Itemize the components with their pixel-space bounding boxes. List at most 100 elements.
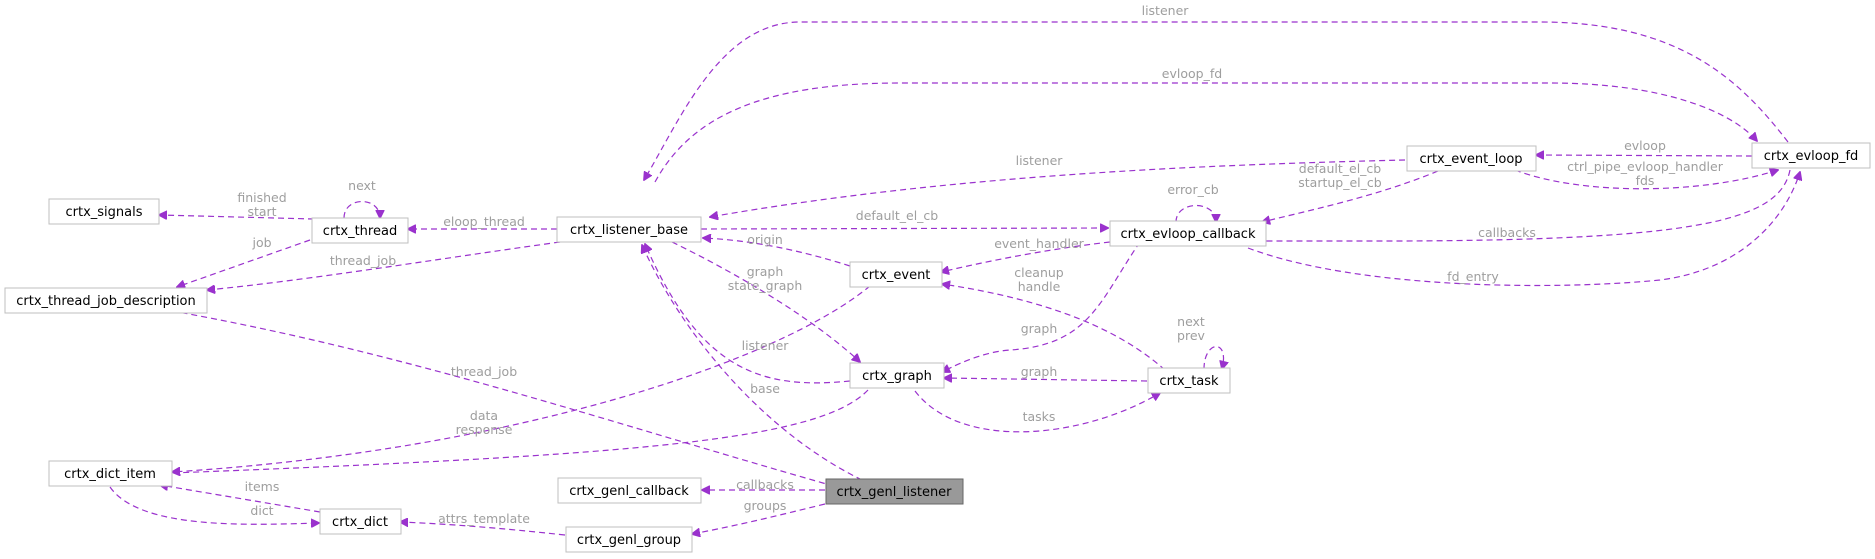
edge-evloop-fd-listener-top [644, 21, 1789, 180]
label-thread-job-2: thread_job [451, 364, 517, 379]
edge-evloop-fd-evloop-callback [1228, 169, 1791, 241]
label-handle: handle [1018, 279, 1061, 294]
label-tasks: tasks [1023, 409, 1056, 424]
node-label: crtx_graph [862, 369, 932, 384]
node-label: crtx_genl_listener [836, 485, 952, 500]
edge-genl-listener-genl-group [692, 503, 826, 534]
edge-task-graph [944, 378, 1148, 381]
label-groups: groups [744, 498, 787, 513]
edge-genl-group-dict [400, 522, 566, 536]
edge-evloop-fd-event-loop [1536, 155, 1753, 156]
node-label: crtx_dict_item [64, 467, 156, 482]
label-prev: prev [1177, 328, 1205, 343]
edge-evloop-callback-graph [942, 241, 1141, 372]
label-finished: finished [237, 190, 286, 205]
edge-thread-signals [159, 215, 315, 219]
edge-graph-task [914, 390, 1160, 433]
edge-event-loop-evloop-fd [1514, 170, 1778, 190]
label-error-cb: error_cb [1167, 182, 1218, 197]
label-default-el-cb-2: default_el_cb [856, 208, 939, 223]
label-dict: dict [250, 503, 273, 518]
edge-dict-dict-item [160, 485, 321, 513]
label-evloop: evloop [1624, 138, 1666, 153]
label-graph-3: graph [1021, 364, 1058, 379]
node-label: crtx_event [862, 268, 931, 283]
edge-listener-evloop-callback [700, 228, 1108, 229]
edge-listener-graph [671, 241, 860, 362]
edge-event-dict-item [172, 285, 871, 472]
label-start: start [247, 204, 276, 219]
label-job: job [251, 235, 271, 250]
node-crtx-event-loop[interactable]: crtx_event_loop [1406, 145, 1537, 172]
node-crtx-graph[interactable]: crtx_graph [849, 362, 945, 389]
node-label: crtx_genl_group [577, 533, 681, 548]
label-listener-top: listener [1142, 3, 1190, 18]
label-thread-job-1: thread_job [330, 253, 396, 268]
node-crtx-dict[interactable]: crtx_dict [319, 508, 402, 535]
label-next-thread: next [348, 178, 376, 193]
node-label: crtx_evloop_callback [1121, 227, 1256, 242]
edge-graph-listener [645, 244, 851, 384]
node-crtx-dict-item[interactable]: crtx_dict_item [48, 460, 173, 487]
node-label: crtx_thread_job_description [16, 294, 196, 309]
edge-event-loop-listener [710, 159, 1406, 217]
label-origin: origin [747, 232, 783, 247]
edge-listener-thread-job [207, 241, 561, 290]
node-crtx-thread-job-description[interactable]: crtx_thread_job_description [4, 287, 208, 314]
edge-evloop-callback-evloop-fd [1247, 172, 1800, 287]
node-label: crtx_thread [323, 224, 397, 239]
node-crtx-signals[interactable]: crtx_signals [48, 198, 160, 225]
edge-genl-listener-thread-job [150, 307, 845, 490]
node-crtx-task[interactable]: crtx_task [1147, 367, 1231, 394]
label-base: base [750, 381, 780, 396]
edge-evloop-callback-self [1175, 204, 1216, 223]
node-label: crtx_task [1159, 374, 1219, 389]
node-crtx-genl-listener[interactable]: crtx_genl_listener [825, 478, 964, 505]
label-fds: fds [1636, 173, 1655, 188]
node-label: crtx_signals [65, 205, 142, 220]
node-crtx-evloop-callback[interactable]: crtx_evloop_callback [1109, 220, 1267, 247]
label-event-handler: event_handler [994, 236, 1084, 251]
edges [109, 21, 1800, 536]
label-callbacks-genl: callbacks [736, 477, 794, 492]
label-startup-el-cb: startup_el_cb [1298, 175, 1382, 190]
label-next-task: next [1177, 314, 1205, 329]
nodes: crtx_signals crtx_thread crtx_thread_job… [4, 142, 1871, 553]
edge-graph-dict-item [171, 389, 869, 474]
label-eloop-thread: eloop_thread [443, 214, 525, 229]
edge-evloop-callback-event [941, 241, 1111, 272]
edge-event-loop-evloop-callback [1262, 170, 1439, 222]
edge-labels: listener evloop_fd listener evloop ctrl_… [237, 3, 1723, 526]
label-items: items [245, 479, 280, 494]
node-crtx-listener-base[interactable]: crtx_listener_base [556, 216, 702, 243]
label-attrs-template: attrs_template [438, 511, 530, 526]
label-listener-low: listener [742, 338, 790, 353]
node-crtx-evloop-fd[interactable]: crtx_evloop_fd [1751, 142, 1871, 169]
node-label: crtx_dict [332, 515, 388, 530]
label-cleanup: cleanup [1014, 265, 1064, 280]
label-graph-2: graph [1021, 321, 1058, 336]
edge-dict-item-dict [109, 486, 319, 524]
label-graph-1: graph [747, 264, 784, 279]
label-fd-entry: fd_entry [1447, 269, 1499, 284]
edge-thread-job [177, 239, 311, 287]
node-label: crtx_genl_callback [569, 484, 689, 499]
node-crtx-genl-group[interactable]: crtx_genl_group [565, 526, 693, 553]
edge-event-listener [703, 238, 851, 267]
node-crtx-thread[interactable]: crtx_thread [311, 217, 409, 244]
label-evloop-fd: evloop_fd [1162, 66, 1222, 81]
label-data: data [470, 408, 498, 423]
edge-thread-self [343, 201, 380, 219]
label-default-el-cb-1: default_el_cb [1299, 161, 1382, 176]
label-listener-mid: listener [1016, 153, 1064, 168]
label-response: response [456, 422, 513, 437]
node-crtx-event[interactable]: crtx_event [849, 261, 943, 288]
label-callbacks: callbacks [1478, 225, 1536, 240]
node-crtx-genl-callback[interactable]: crtx_genl_callback [557, 477, 702, 504]
edge-listener-evloop-fd [654, 82, 1757, 183]
node-label: crtx_evloop_fd [1764, 149, 1859, 164]
label-ctrl-pipe: ctrl_pipe_evloop_handler [1567, 159, 1724, 174]
node-label: crtx_listener_base [570, 223, 688, 238]
edge-genl-listener-base [642, 245, 863, 481]
